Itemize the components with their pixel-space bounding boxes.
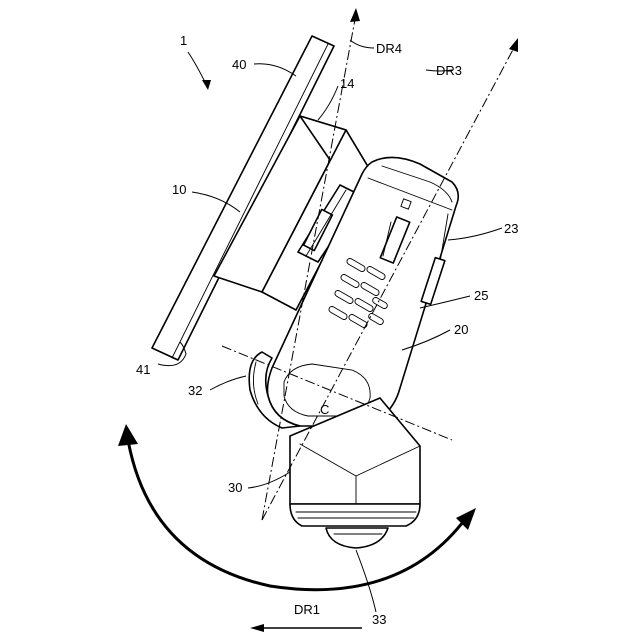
label-slot: 25 [474, 288, 488, 303]
leader-dr4 [350, 40, 374, 48]
label-base: 10 [172, 182, 186, 197]
label-dr1: DR1 [294, 602, 320, 617]
label-dr3: DR3 [436, 63, 462, 78]
label-plate-edge: 41 [136, 362, 150, 377]
lens-33 [326, 528, 388, 548]
label-fig-ref: 1 [180, 33, 187, 48]
label-camera-body: 30 [228, 480, 242, 495]
leader-23 [448, 228, 502, 240]
arrow-dr1 [250, 624, 362, 632]
label-housing-side: 23 [504, 221, 518, 236]
label-dr4: DR4 [376, 41, 402, 56]
label-plate: 40 [232, 57, 246, 72]
leader-40 [254, 64, 296, 76]
label-housing: 20 [454, 322, 468, 337]
label-pivot: 32 [188, 383, 202, 398]
label-center: C [320, 402, 329, 417]
leader-14 [318, 86, 338, 120]
label-bracket: 14 [340, 76, 354, 91]
leader-32 [210, 376, 246, 390]
fig-ref-arrow [188, 52, 211, 90]
label-lens: 33 [372, 612, 386, 627]
